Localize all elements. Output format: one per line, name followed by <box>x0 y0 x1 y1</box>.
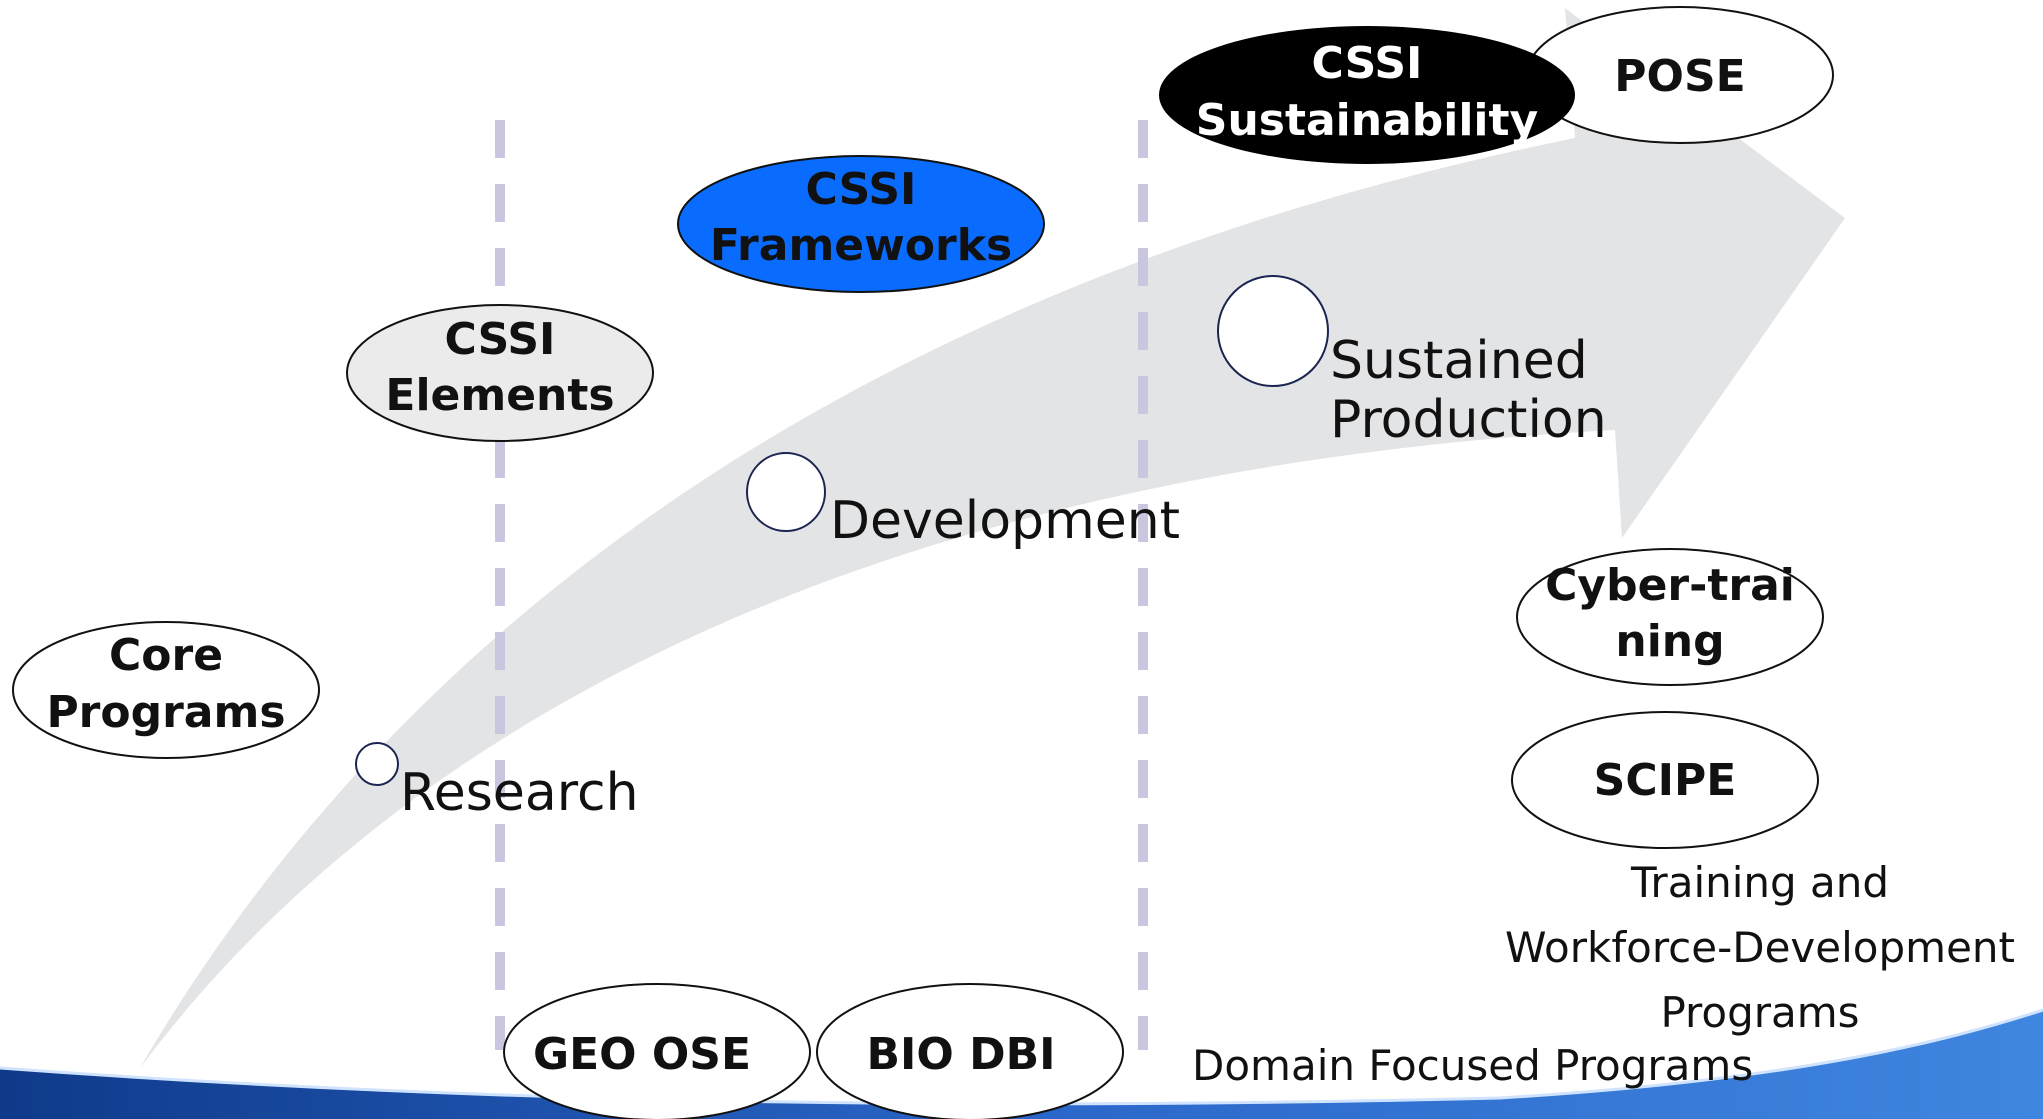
progression-arrow <box>140 8 1845 1068</box>
production-stage-label-line-1: Sustained <box>1330 331 1588 391</box>
svg-text:BIO DBI: BIO DBI <box>866 1029 1055 1080</box>
training-caption-line-2: Workforce-Development <box>1505 923 2015 972</box>
svg-text:Cyber-trai: Cyber-trai <box>1545 560 1795 611</box>
cssi-frameworks-node: CSSI Frameworks <box>677 155 1045 293</box>
training-caption-line-3: Programs <box>1660 988 1859 1037</box>
svg-text:CSSI: CSSI <box>1312 38 1423 89</box>
cybertraining-node: Cyber-trai ning <box>1516 548 1824 686</box>
development-stage-label: Development <box>830 491 1180 551</box>
footer-banner <box>0 1008 2043 1119</box>
svg-text:Programs: Programs <box>46 687 285 738</box>
svg-text:POSE: POSE <box>1614 51 1745 102</box>
training-caption-line-1: Training and <box>1630 858 1889 907</box>
cssi-elements-node: CSSI Elements <box>346 304 654 442</box>
development-stage-circle <box>746 452 826 532</box>
domain-programs-caption: Domain Focused Programs <box>1192 1041 1753 1090</box>
svg-text:Sustainability: Sustainability <box>1196 95 1538 146</box>
core-programs-node: Core Programs <box>12 621 320 759</box>
svg-text:CSSI: CSSI <box>806 164 917 215</box>
svg-text:SCIPE: SCIPE <box>1594 755 1737 806</box>
research-stage-circle <box>355 742 399 786</box>
production-stage-label-line-2: Production <box>1330 390 1607 450</box>
svg-text:GEO OSE: GEO OSE <box>533 1029 751 1080</box>
geo-ose-node: GEO OSE <box>503 983 811 1119</box>
svg-text:CSSI: CSSI <box>445 314 556 365</box>
bio-dbi-node: BIO DBI <box>816 983 1124 1119</box>
svg-text:Core: Core <box>109 630 223 681</box>
production-stage-circle <box>1217 275 1329 387</box>
svg-text:Frameworks: Frameworks <box>710 220 1012 271</box>
scipe-node: SCIPE <box>1511 711 1819 849</box>
research-stage-label: Research <box>400 763 639 823</box>
svg-text:Elements: Elements <box>385 370 614 421</box>
svg-text:ning: ning <box>1615 616 1724 667</box>
cssi-sustainability-node: CSSI Sustainability <box>1159 26 1575 164</box>
pose-node: POSE <box>1526 6 1834 144</box>
